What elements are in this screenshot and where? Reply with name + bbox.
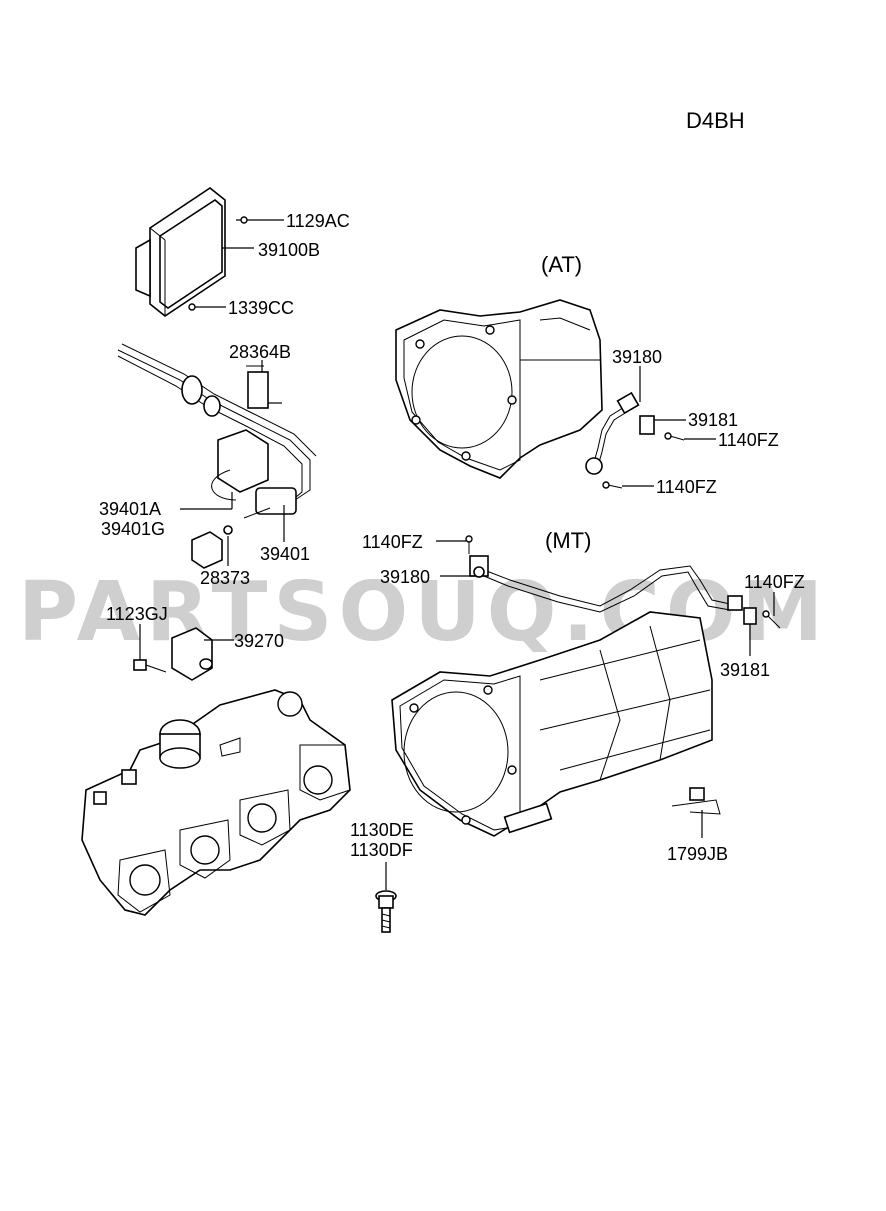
label-28373: 28373 [200,568,250,588]
engine-code: D4BH [686,108,745,133]
vacuum-pipe-assembly-drawing [117,343,317,519]
label-1339CC: 1339CC [228,298,294,318]
label-39100B: 39100B [258,240,320,260]
label-at-1140FZ-upper: 1140FZ [718,430,779,450]
intake-manifold-drawing [81,689,351,916]
variant-label-at: (AT) [541,252,582,277]
ecu-unit-drawing [135,187,226,317]
mt-speed-sensor-drawing [465,535,781,629]
variant-label-mt: (MT) [545,528,591,553]
label-at-39181: 39181 [688,410,738,430]
label-at-1140FZ-lower: 1140FZ [656,477,717,497]
label-1123GJ: 1123GJ [106,604,168,624]
harness-clip-1799jb-drawing [671,787,721,815]
label-1129AC: 1129AC [286,211,350,231]
label-mt-1140FZ-left: 1140FZ [362,532,423,552]
label-mt-1140FZ-right: 1140FZ [744,572,805,592]
vacuum-cap-drawing [191,525,233,569]
at-speed-sensor-drawing [585,391,685,489]
automatic-transmission-drawing [395,299,603,479]
label-1130DF: 1130DF [350,840,413,860]
manual-transmission-drawing [391,611,713,837]
label-39270: 39270 [234,631,284,651]
label-mt-39181: 39181 [720,660,770,680]
bolt-1123gj-drawing [133,659,167,673]
bolt-1130de-drawing [375,890,397,933]
label-39401: 39401 [260,544,310,564]
label-at-39180: 39180 [612,347,662,367]
label-mt-39180: 39180 [380,567,430,587]
label-39401A: 39401A [99,499,161,519]
map-sensor-39270-drawing [171,627,213,681]
label-1799JB: 1799JB [667,844,728,864]
label-28364B: 28364B [229,342,291,362]
label-39401G: 39401G [101,519,165,539]
label-1130DE: 1130DE [350,820,414,840]
